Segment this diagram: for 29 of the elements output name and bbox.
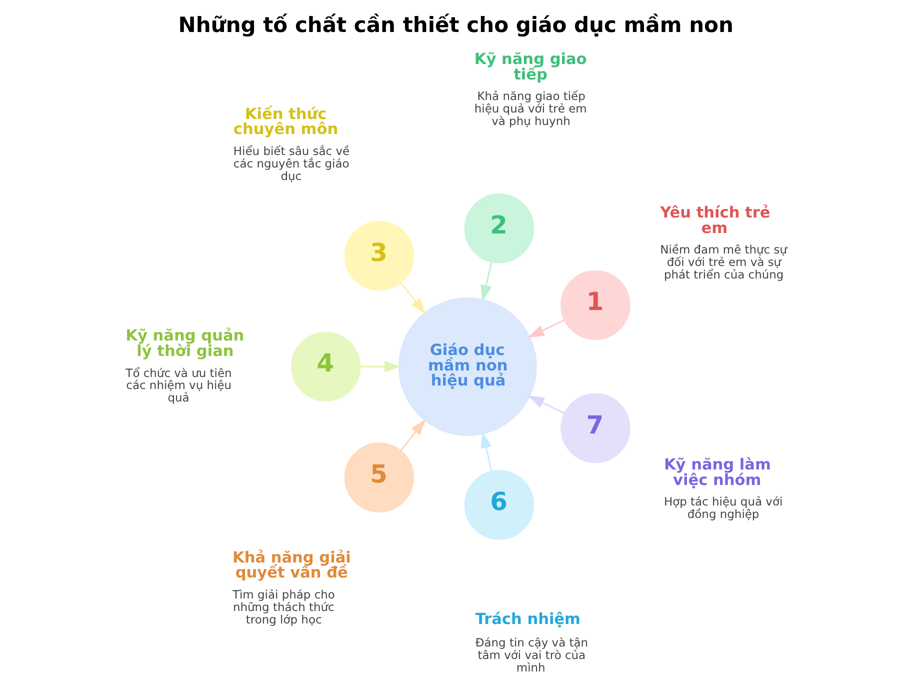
node-label: Yêu thích trẻ em — [660, 204, 770, 237]
node-circle: 1 — [560, 270, 630, 340]
node-label: Khả năng giao tiếp hiệu quả với trẻ em và phụ huynh — [474, 89, 587, 128]
node-label: Kỹ năng làm việc nhóm — [664, 455, 771, 489]
node-label: Hợp tác hiệu quả với đồng nghiệp — [664, 494, 783, 522]
arrow — [480, 262, 492, 302]
diagram-title: Những tố chất cần thiết cho giáo dục mầm non — [178, 12, 734, 37]
node-circle: 6 — [464, 470, 534, 540]
arrow — [528, 320, 564, 338]
arrow — [528, 396, 564, 414]
node-label: Đáng tin cậy và tận tâm với vai trò của mình — [475, 636, 588, 674]
node-label: Kiến thức chuyên môn — [233, 104, 338, 138]
node-label: Kỹ năng giao tiếp — [474, 50, 587, 84]
node-label: Kỹ năng quản lý thời gian — [126, 326, 244, 360]
node-circle: 4 — [290, 332, 361, 402]
node-label: Hiểu biết sâu sắc về các nguyên tắc giáo dục — [233, 144, 350, 183]
node-label: Trách nhiệm — [475, 610, 580, 628]
node-label: Niềm đam mê thực sự đối với trẻ em và sự phát triển của chúng — [660, 242, 788, 282]
node-label: Tổ chức và ưu tiên các nhiệm vụ hiệu quả — [126, 366, 232, 405]
node-circle: 3 — [344, 220, 414, 291]
node-label: Khả năng giải quyết vấn đề — [232, 548, 351, 582]
node-label: Tìm giải pháp cho những thách thức trong lớp học — [232, 588, 335, 626]
arrow — [400, 282, 426, 314]
arrow — [480, 432, 492, 472]
arrow — [360, 360, 401, 372]
node-circle: 5 — [344, 442, 414, 512]
node-circle: 2 — [464, 193, 534, 264]
node-circle: 7 — [560, 393, 630, 464]
arrow — [400, 419, 426, 451]
